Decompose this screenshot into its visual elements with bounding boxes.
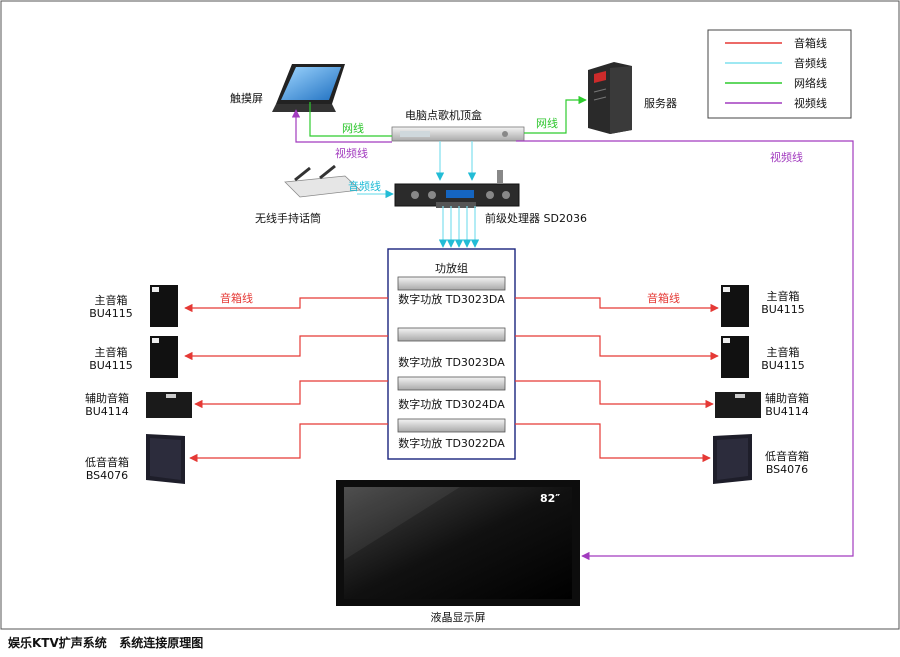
server-device [588, 62, 632, 134]
video-line-lcd [516, 140, 854, 561]
amp-4-label: 数字功放 TD3022DA [398, 437, 505, 450]
video-label-left: 视频线 [335, 147, 368, 160]
legend [707, 29, 852, 119]
video-label-right: 视频线 [770, 151, 803, 164]
legend-label-video: 视频线 [794, 97, 827, 110]
video-line-touchscreen [291, 109, 392, 143]
server-label: 服务器 [644, 97, 677, 110]
speaker-right-3 [715, 392, 761, 418]
lcd-screen [336, 480, 580, 606]
speaker-right-4 [713, 434, 752, 484]
speaker-right-2 [721, 336, 749, 378]
lcd-label: 液晶显示屏 [430, 611, 486, 624]
legend-label-audio: 音频线 [794, 57, 827, 70]
speaker-lines-right [515, 297, 719, 463]
mic-label: 无线手持话筒 [255, 212, 321, 225]
lcd-size-label: 82″ [540, 492, 561, 505]
touchscreen-label: 触摸屏 [230, 92, 263, 105]
legend-label-network: 网络线 [794, 77, 827, 90]
processor-label: 前级处理器 SD2036 [485, 212, 587, 225]
stb-device [391, 126, 525, 142]
network-line-touchscreen [309, 102, 392, 137]
speaker-left-3 [146, 392, 192, 418]
speaker-left-4 [146, 434, 185, 484]
speaker-right-1 [721, 285, 749, 327]
speakers-left [146, 285, 192, 484]
speaker-lines-left [184, 297, 388, 463]
amp-group-label: 功放组 [435, 262, 468, 275]
speaker-left-2 [150, 336, 178, 378]
amp-1-label: 数字功放 TD3023DA [398, 293, 505, 306]
outer-frame [0, 0, 900, 630]
net-label-right: 网线 [536, 117, 558, 130]
speakers-right [713, 285, 761, 484]
legend-label-speaker: 音箱线 [794, 37, 827, 50]
speaker-line-label-right: 音箱线 [647, 292, 680, 305]
amp-units [397, 276, 506, 433]
speaker-left-1 [150, 285, 178, 327]
net-label-left: 网线 [342, 122, 364, 135]
processor-device [394, 170, 520, 208]
amp-2-label: 数字功放 TD3023DA [398, 356, 505, 369]
audio-label: 音频线 [348, 180, 381, 193]
amp-3-label: 数字功放 TD3024DA [398, 398, 505, 411]
speaker-line-label-left: 音箱线 [220, 292, 253, 305]
mic-device [284, 164, 361, 198]
stb-label: 电脑点歌机顶盒 [405, 109, 482, 122]
diagram-caption: 娱乐KTV扩声系统 系统连接原理图 [8, 636, 204, 650]
network-line-server [524, 95, 587, 134]
touchscreen-device [272, 64, 345, 112]
